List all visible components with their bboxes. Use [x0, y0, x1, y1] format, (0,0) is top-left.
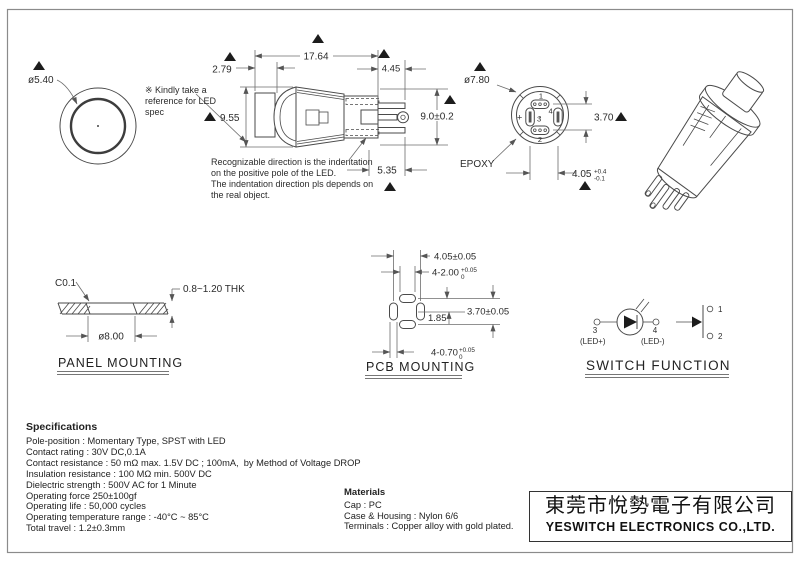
led-note-line2: reference for LED — [145, 96, 217, 106]
rear-view: + 1 2 3 4 ø7.80 EPOXY 3.70 4.05 +0.4 -0.… — [460, 62, 627, 190]
switch-arrow — [692, 316, 702, 328]
page-border — [6, 8, 794, 554]
pcb-mounting-view: 4.05±0.05 4-2.00 +0.05 0 3.70±0.05 1.85 … — [365, 250, 518, 379]
pcb-dim-hole-top-tol-minus: 0 — [461, 274, 465, 281]
pcb-mounting-title: PCB MOUNTING — [366, 360, 475, 374]
pcb-dim-pitch-h: 4.05±0.05 — [434, 252, 476, 263]
dim-pin-offset: 5.35 — [377, 166, 397, 177]
indent-note-line4: the real object. — [211, 190, 270, 200]
material-line: Case & Housing : Nylon 6/6 — [344, 510, 459, 521]
led-emission-marks — [635, 298, 650, 313]
dim-body-height: 9.0±0.2 — [420, 112, 454, 123]
pin3-label: 3 — [537, 115, 541, 124]
switch-function-title: SWITCH FUNCTION — [586, 358, 731, 373]
triangle-marker — [33, 61, 45, 70]
rear-diameter-label: ø7.80 — [464, 75, 490, 86]
specifications-block: Specifications Pole-position : Momentary… — [26, 421, 361, 534]
pcb-dim-hole-top: 4-2.00 — [432, 268, 459, 279]
specifications-title: Specifications — [26, 421, 98, 433]
led-note-line3: spec — [145, 107, 165, 117]
dim-pin-pitch-v: 3.70 — [594, 113, 614, 124]
triangle-marker — [444, 95, 456, 104]
led-symbol — [624, 315, 637, 329]
indent-note-line3: The indentation direction pls depends on — [211, 179, 373, 189]
triangle-marker — [615, 112, 627, 121]
sf-pin4: 4 — [653, 326, 658, 335]
hole-diameter-label: ø8.00 — [98, 332, 124, 343]
triangle-marker — [312, 34, 324, 43]
panel-mounting-view: C0.1 0.8~1.20 THK ø8.00 PANEL MOUNTING — [55, 278, 245, 375]
spec-line: Contact resistance : 50 mΩ max. 1.5V DC … — [26, 457, 361, 468]
hatch-lines — [59, 302, 169, 315]
indent-note-line2: on the positive pole of the LED. — [211, 168, 336, 178]
dim-total-length: 17.64 — [303, 52, 328, 63]
dim-cap-height: 9.55 — [220, 113, 240, 124]
spec-line: Operating force 250±100gf — [26, 490, 137, 501]
triangle-marker — [224, 52, 236, 61]
slot-dots — [533, 102, 547, 132]
spec-line: Contact rating : 30V DC,0.1A — [26, 446, 146, 457]
hidden-pin-lines — [345, 98, 380, 136]
pcb-dim-hole-side: 4-0.70 — [431, 348, 458, 359]
plus-polarity-mark: + — [517, 113, 522, 123]
front-diameter-label: ø5.40 — [28, 75, 54, 86]
indent-note-line1: Recognizable direction is the indentatio… — [211, 157, 373, 167]
materials-block: Materials Cap : PC Case & Housing : Nylo… — [344, 487, 514, 532]
triangle-marker — [579, 181, 591, 190]
pcb-dim-hole-top-tol-plus: +0.05 — [461, 267, 477, 274]
dim-pin-pitch-h-tol-minus: -0.1 — [594, 176, 605, 183]
pcb-dim-hole-side-tol-plus: +0.05 — [459, 347, 475, 354]
sf-pin3-label: (LED+) — [580, 337, 606, 346]
panel-mounting-title: PANEL MOUNTING — [58, 356, 183, 370]
triangle-marker — [474, 62, 486, 71]
triangle-marker — [378, 49, 390, 58]
spec-line: Insulation resistance : 100 MΩ min. 500V… — [26, 468, 212, 479]
dim-pin-length: 4.45 — [382, 64, 401, 75]
pin2-label: 2 — [538, 135, 542, 144]
company-title-block: 東莞市悅勢電子有限公司 YESWITCH ELECTRONICS CO.,LTD… — [529, 491, 792, 542]
epoxy-label: EPOXY — [460, 159, 495, 170]
isometric-view — [644, 71, 765, 211]
materials-title: Materials — [344, 487, 386, 498]
dim-cap-protrusion: 2.79 — [212, 65, 232, 76]
pin1-label: 1 — [539, 92, 543, 101]
material-line: Terminals : Copper alloy with gold plate… — [344, 521, 514, 532]
company-name-chinese: 東莞市悅勢電子有限公司 — [545, 495, 776, 517]
panel-thickness-label: 0.8~1.20 THK — [183, 284, 245, 295]
spec-line: Operating life : 50,000 cycles — [26, 501, 146, 512]
dim-pin-pitch-h-tol-plus: +0.4 — [594, 169, 607, 176]
pin4-label: 4 — [549, 107, 553, 116]
triangle-marker — [384, 182, 396, 191]
spec-line: Dielectric strength : 500V AC for 1 Minu… — [26, 479, 197, 490]
sf-pin4-label: (LED-) — [641, 337, 665, 346]
pcb-dim-hole-side-tol-minus: 0 — [459, 354, 463, 361]
spec-line: Pole-position : Momentary Type, SPST wit… — [26, 436, 226, 446]
company-name-english: YESWITCH ELECTRONICS CO.,LTD. — [545, 520, 776, 534]
material-line: Cap : PC — [344, 500, 382, 510]
front-view: ø5.40 — [28, 61, 137, 165]
led-note-line1: ※ Kindly take a — [145, 85, 207, 95]
sf-pin1: 1 — [718, 305, 723, 314]
switch-function-diagram: 3 (LED+) 4 (LED-) 1 2 SWITCH FUNCTION — [580, 298, 731, 378]
pcb-dim-half-pitch: 1.85 — [428, 313, 447, 324]
pcb-dim-pitch-v: 3.70±0.05 — [467, 307, 509, 318]
chamfer-label: C0.1 — [55, 278, 77, 289]
sf-pin3: 3 — [593, 326, 598, 335]
spec-line: Total travel : 1.2±0.3mm — [26, 523, 126, 534]
triangle-marker — [204, 112, 216, 121]
side-view: 17.64 2.79 4.45 9.55 9.0±0.2 5.35 — [145, 34, 460, 200]
sf-pin2: 2 — [718, 332, 723, 341]
spec-line: Operating temperature range : -40°C ~ 85… — [26, 512, 209, 523]
dim-pin-pitch-h: 4.05 — [572, 169, 592, 180]
